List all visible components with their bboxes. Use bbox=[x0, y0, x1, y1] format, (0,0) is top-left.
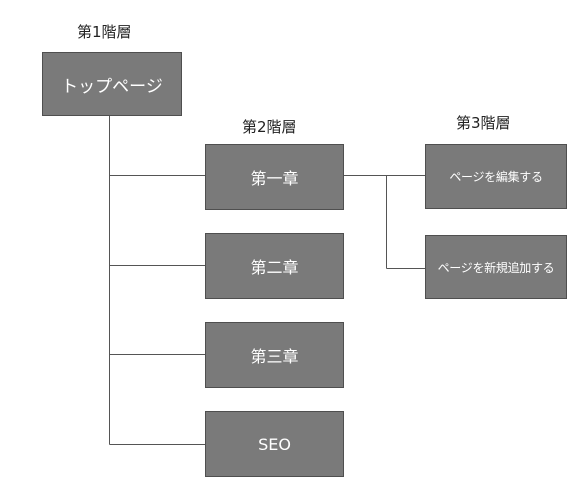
node-add-page: ページを新規追加する bbox=[425, 235, 567, 299]
level-1-label: 第1階層 bbox=[77, 23, 132, 41]
node-chapter-1: 第一章 bbox=[205, 144, 344, 210]
node-chapter-2: 第二章 bbox=[205, 233, 344, 299]
level-3-label: 第3階層 bbox=[456, 114, 511, 132]
node-seo: SEO bbox=[205, 411, 344, 477]
node-top-page: トップページ bbox=[42, 52, 182, 116]
node-edit-page: ページを編集する bbox=[425, 144, 567, 209]
node-chapter-3: 第三章 bbox=[205, 322, 344, 388]
level-2-label: 第2階層 bbox=[242, 118, 297, 136]
